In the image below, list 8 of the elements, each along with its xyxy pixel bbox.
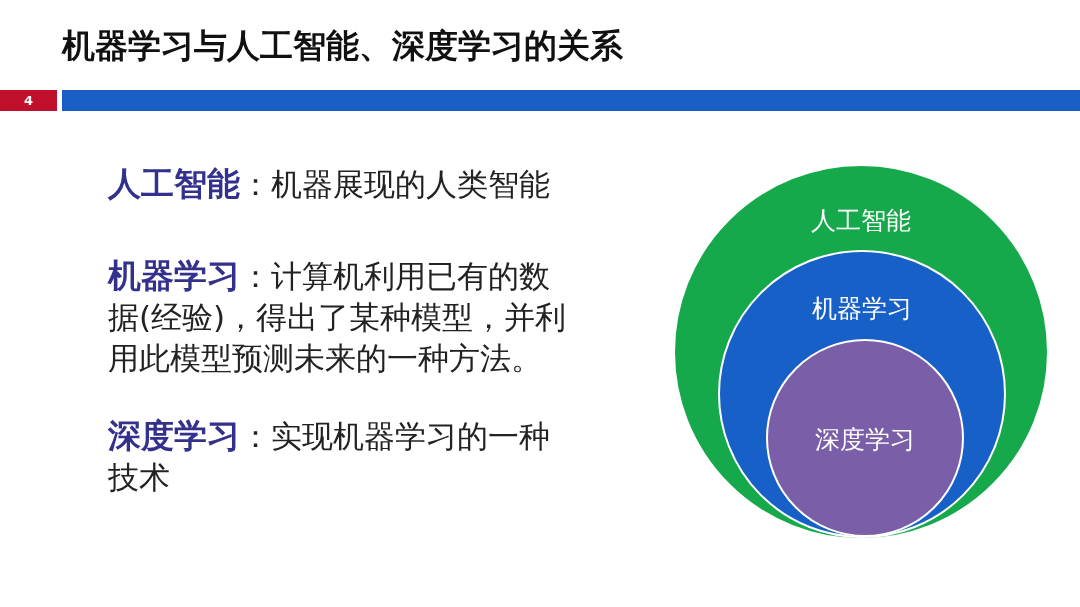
page-number: 4 (0, 90, 57, 111)
definition-text: 机器学习：计算机利用已有的数据(经验)，得出了某种模型，并利用此模型预测未来的一种方法。 (108, 255, 568, 378)
circle-label: 机器学习 (812, 293, 912, 325)
definition-text: 深度学习：实现机器学习的一种技术 (108, 415, 551, 497)
definition-text: 人工智能：机器展现的人类智能 (108, 163, 551, 205)
circle-label: 深度学习 (815, 424, 915, 456)
circle-label: 人工智能 (811, 205, 911, 237)
slide-title: 机器学习与人工智能、深度学习的关系 (62, 25, 623, 67)
